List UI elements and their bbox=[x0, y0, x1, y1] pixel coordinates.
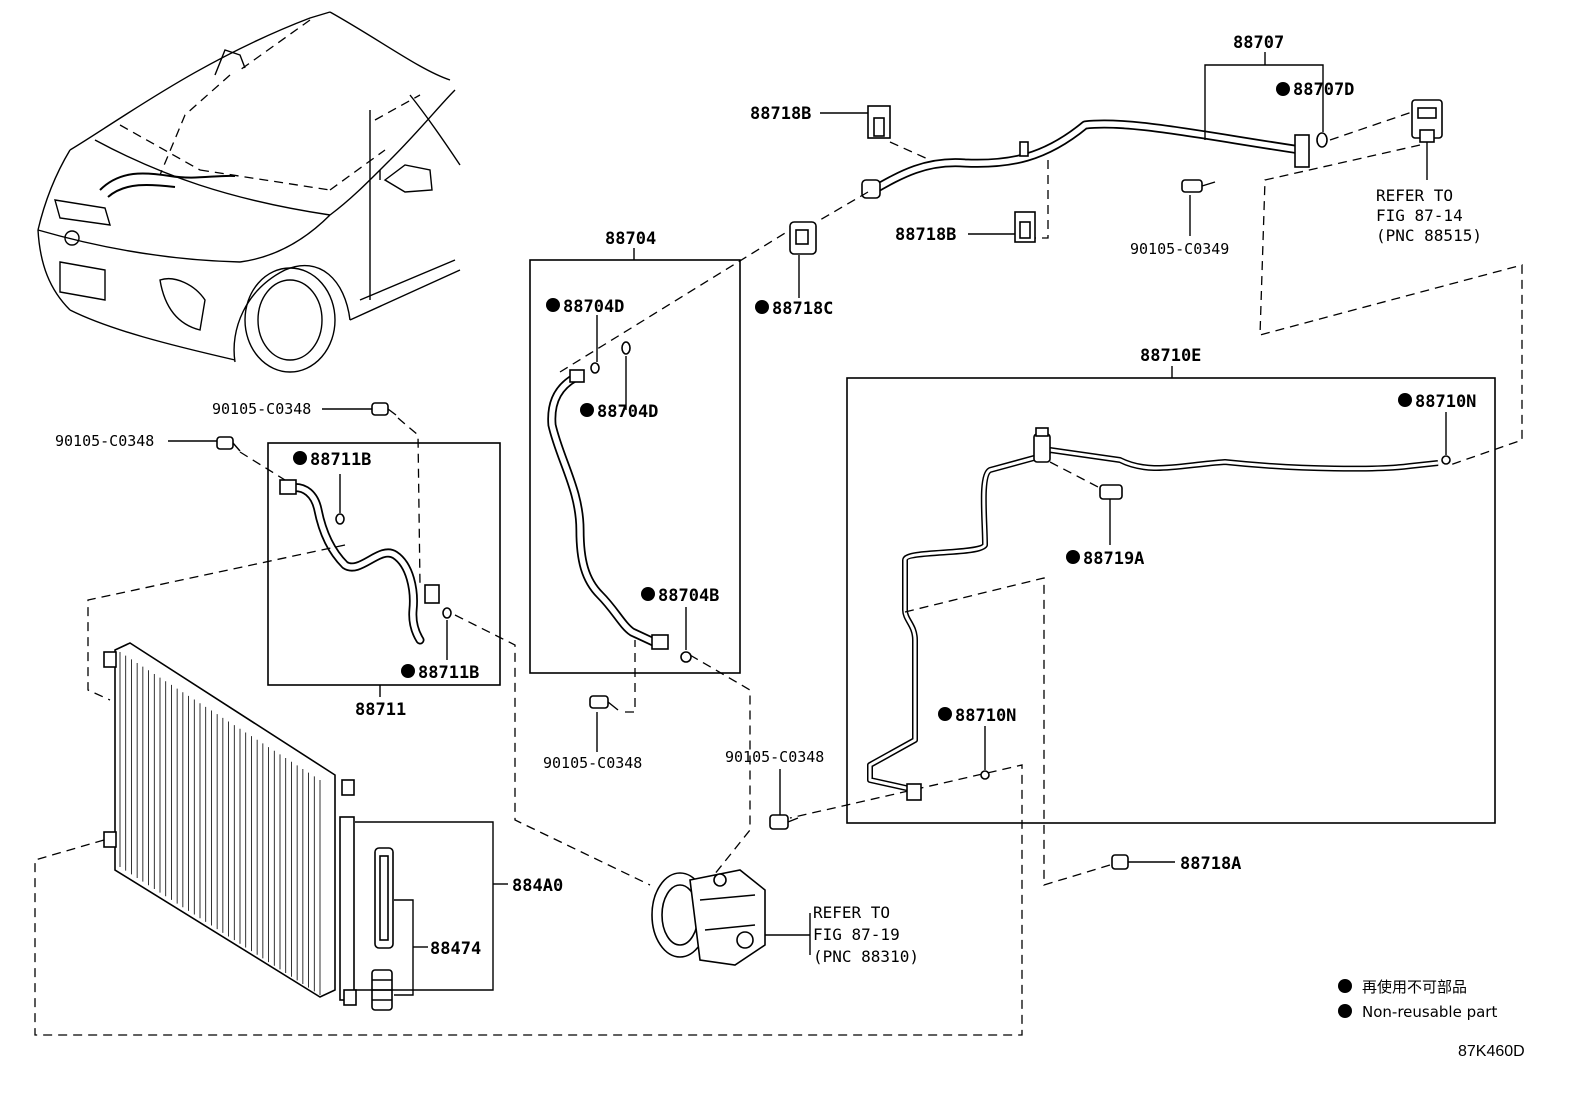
label-88719A: 88719A bbox=[1083, 549, 1144, 569]
label-88474: 88474 bbox=[430, 939, 481, 959]
legend-jp: 再使用不可部品 bbox=[1362, 978, 1467, 996]
bolt-90105-C0349 bbox=[1181, 179, 1216, 193]
oring-88710N-b bbox=[980, 770, 990, 780]
figure-code: 87K460D bbox=[1458, 1043, 1525, 1060]
label-88710N-a: 88710N bbox=[1415, 392, 1476, 412]
label-88704D-b: 88704D bbox=[597, 402, 658, 422]
label-88711: 88711 bbox=[355, 700, 406, 720]
ref2-line2: FIG 87-19 bbox=[813, 925, 900, 944]
label-88707: 88707 bbox=[1233, 33, 1284, 53]
label-90105-C0348-88704: 90105-C0348 bbox=[543, 754, 642, 772]
bolt-compressor bbox=[769, 814, 799, 830]
clip-88718A bbox=[1111, 854, 1129, 870]
label-88711B-b: 88711B bbox=[418, 663, 479, 683]
label-88718B-mid: 88718B bbox=[895, 225, 956, 245]
clip-88718B-mid bbox=[1014, 211, 1036, 243]
label-88718C: 88718C bbox=[772, 299, 833, 319]
label-884A0: 884A0 bbox=[512, 876, 563, 896]
box-88711 bbox=[267, 442, 501, 686]
valve-88719A bbox=[1099, 484, 1123, 500]
oring-88704B bbox=[680, 651, 692, 663]
oring-88710N-a bbox=[1441, 455, 1451, 465]
legend-en: Non-reusable part bbox=[1362, 1003, 1497, 1021]
bolt-88711-a bbox=[371, 402, 397, 416]
legend-dot-jp bbox=[1338, 979, 1352, 993]
label-90105-C0348-d: 90105-C0348 bbox=[725, 748, 824, 766]
hose-88704 bbox=[547, 369, 669, 650]
bolt-88704 bbox=[589, 695, 619, 711]
vehicle-illustration bbox=[37, 11, 461, 373]
pipe-88710E bbox=[867, 427, 1439, 801]
label-88707D: 88707D bbox=[1293, 80, 1354, 100]
label-88718A: 88718A bbox=[1180, 854, 1241, 874]
pressure-switch-88515 bbox=[1411, 99, 1443, 143]
oring-88711B-a bbox=[335, 513, 345, 525]
label-88704: 88704 bbox=[605, 229, 656, 249]
oring-88707D bbox=[1316, 132, 1328, 148]
box-88710E bbox=[846, 377, 1496, 824]
label-88711B-a: 88711B bbox=[310, 450, 371, 470]
ref1-line3: (PNC 88515) bbox=[1376, 226, 1482, 245]
condenser-884A0 bbox=[103, 642, 357, 1006]
label-88710N-b: 88710N bbox=[955, 706, 1016, 726]
oring-88704D-a bbox=[590, 362, 600, 374]
legend: 再使用不可部品 Non-reusable part bbox=[1338, 978, 1497, 1021]
hose-88711 bbox=[279, 479, 440, 645]
compressor-88310 bbox=[651, 869, 766, 966]
label-90105-C0349: 90105-C0349 bbox=[1130, 240, 1229, 258]
bolt-88711-b bbox=[216, 436, 241, 452]
label-90105-C0348-a: 90105-C0348 bbox=[212, 400, 311, 418]
ref2-line1: REFER TO bbox=[813, 903, 890, 922]
label-88704B: 88704B bbox=[658, 586, 719, 606]
desiccant-88474 bbox=[371, 847, 394, 1011]
ref1-line2: FIG 87-14 bbox=[1376, 206, 1463, 225]
oring-88704D-b bbox=[621, 341, 631, 355]
legend-dot-en bbox=[1338, 1004, 1352, 1018]
label-88704D-a: 88704D bbox=[563, 297, 624, 317]
oring-88711B-b bbox=[442, 607, 452, 619]
pipe-88707 bbox=[861, 119, 1310, 199]
clamp-88718C bbox=[789, 221, 817, 255]
clip-88718B-top bbox=[867, 105, 891, 139]
ref2-line3: (PNC 88310) bbox=[813, 947, 919, 966]
ref1-line1: REFER TO bbox=[1376, 186, 1453, 205]
label-90105-C0348-b: 90105-C0348 bbox=[55, 432, 154, 450]
label-88710E: 88710E bbox=[1140, 346, 1201, 366]
label-88718B-top: 88718B bbox=[750, 104, 811, 124]
